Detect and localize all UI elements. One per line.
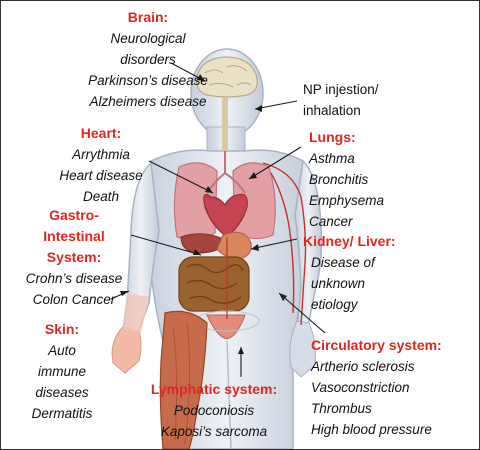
skin-item: Dermatitis xyxy=(31,406,93,421)
brain-item: Alzheimers disease xyxy=(89,94,207,109)
np-line: inhalation xyxy=(303,103,361,118)
brain-heading: Brain: xyxy=(127,9,169,25)
lymphatic-label: Lymphatic system: Podoconiosis Kaposi’s … xyxy=(139,379,289,442)
lungs-item: Emphysema xyxy=(309,193,385,208)
brain-item: Parkinson’s disease xyxy=(88,73,208,88)
kidney-liver-item: Disease of xyxy=(311,255,375,270)
kidney-liver-heading: Kidney/ Liver: xyxy=(303,233,396,249)
gastro-heading-line: Intestinal xyxy=(43,228,105,244)
skin-item: diseases xyxy=(35,385,89,400)
heart-label: Heart: Arrythmia Heart disease Death xyxy=(43,123,159,207)
muscle-leg-icon xyxy=(159,310,208,449)
gastro-item: Crohn’s disease xyxy=(25,271,123,286)
kidney-liver-item: unknown xyxy=(311,276,366,291)
brain-item: disorders xyxy=(120,52,176,67)
blood-vessels-icon xyxy=(262,162,307,326)
skin-item: Auto xyxy=(48,343,76,358)
lymphatic-heading: Lymphatic system: xyxy=(150,381,278,397)
circulatory-label: Circulatory system: Artherio sclerosis V… xyxy=(311,335,471,440)
gastro-heading-line: Gastro- xyxy=(49,207,99,223)
heart-item: Heart disease xyxy=(59,168,143,183)
heart-item: Death xyxy=(82,189,120,204)
brain-icon xyxy=(196,56,258,98)
np-label: NP injestion/ inhalation xyxy=(303,79,423,121)
lungs-label: Lungs: Asthma Bronchitis Emphysema Cance… xyxy=(309,127,419,232)
kidney-liver-label: Kidney/ Liver: Disease of unknown etiolo… xyxy=(303,231,433,315)
skin-label: Skin: Auto immune diseases Dermatitis xyxy=(17,319,107,424)
heart-icon xyxy=(203,193,248,238)
heart-item: Arrythmia xyxy=(72,147,130,162)
lymphatic-item: Podoconiosis xyxy=(173,403,255,418)
brain-label: Brain: Neurological disorders Parkinson’… xyxy=(73,7,223,112)
gastro-item: Colon Cancer xyxy=(32,292,116,307)
skin-heading: Skin: xyxy=(44,321,80,337)
lymphatic-item: Kaposi’s sarcoma xyxy=(160,424,268,439)
circulatory-item: Vasoconstriction xyxy=(311,380,410,395)
lungs-item: Cancer xyxy=(309,214,353,229)
kidney-liver-item: etiology xyxy=(311,297,358,312)
gastro-heading-line: System: xyxy=(46,249,102,265)
circulatory-heading: Circulatory system: xyxy=(311,337,442,353)
lungs-item: Bronchitis xyxy=(309,172,369,187)
gastro-label: Gastro- Intestinal System: Crohn’s disea… xyxy=(11,205,137,310)
heart-heading: Heart: xyxy=(80,125,122,141)
lungs-item: Asthma xyxy=(309,151,355,166)
stomach-icon xyxy=(216,231,252,260)
lungs-heading: Lungs: xyxy=(309,129,356,145)
intestines-icon xyxy=(178,256,250,312)
brain-item: Neurological xyxy=(110,31,186,46)
lungs-icon xyxy=(173,151,276,240)
circulatory-item: Thrombus xyxy=(311,401,372,416)
liver-icon xyxy=(180,233,228,254)
skin-item: immune xyxy=(37,364,86,379)
circulatory-item: Artherio sclerosis xyxy=(311,359,415,374)
circulatory-item: High blood pressure xyxy=(311,422,432,437)
np-line: NP injestion/ xyxy=(303,82,379,97)
